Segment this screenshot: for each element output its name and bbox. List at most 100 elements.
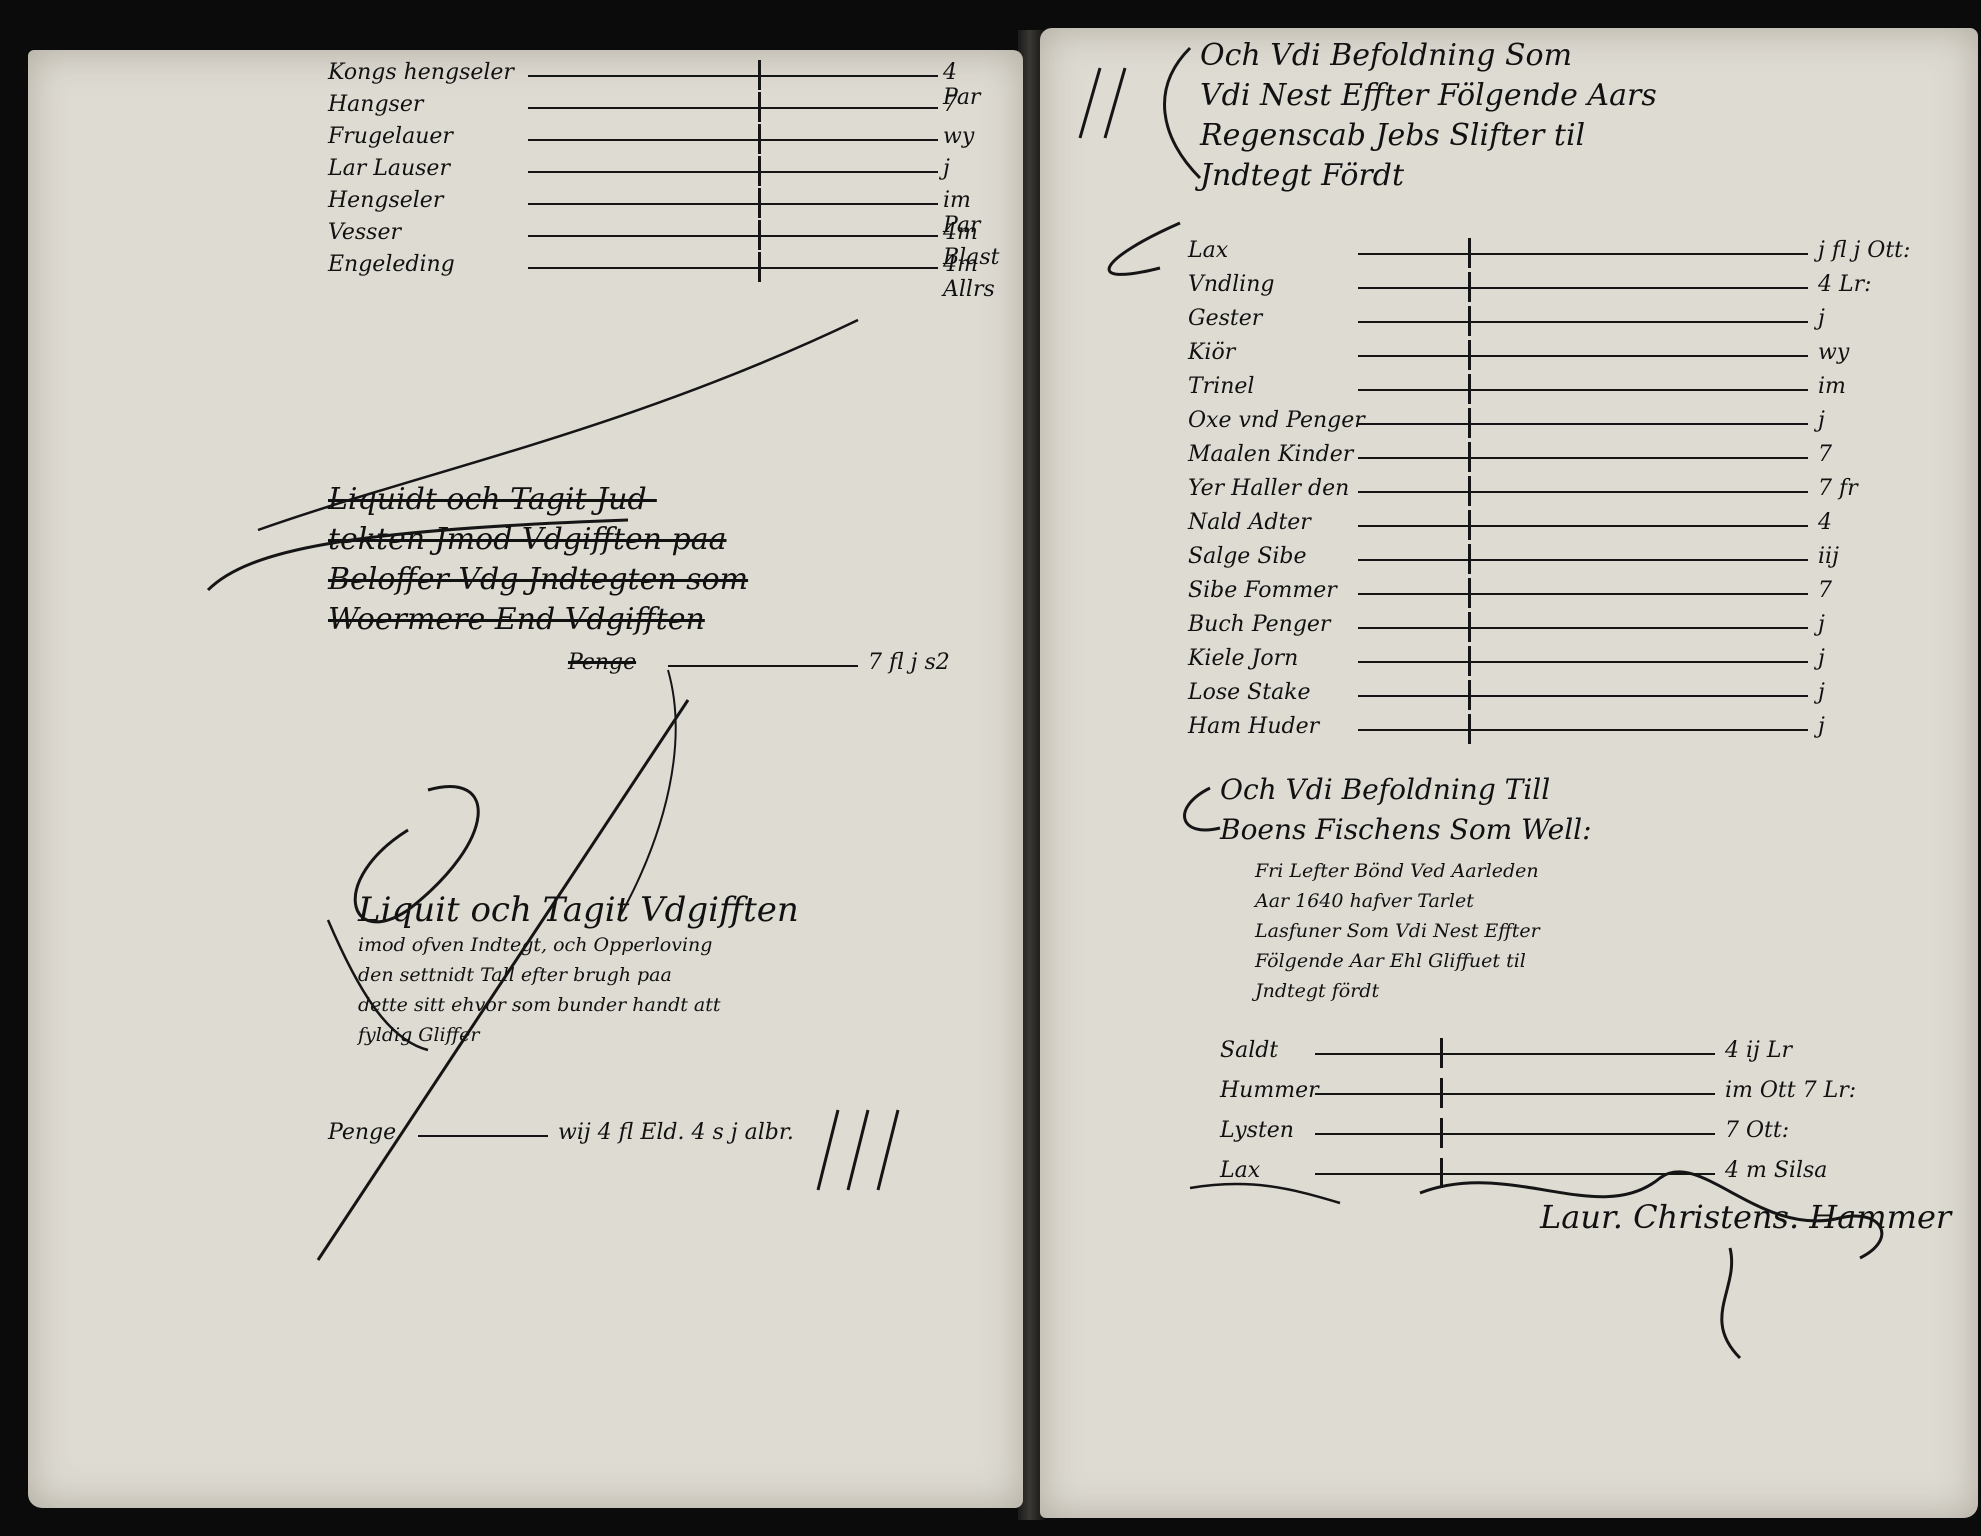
entry-value: j bbox=[1818, 680, 1825, 705]
left-flourishes bbox=[206, 318, 900, 1261]
struck-block: Liquidt och Tagit Jud- tekten Jmod Vdgif… bbox=[328, 480, 748, 640]
second-header: Och Vdi Befoldning Till Boens Fischens S… bbox=[1220, 770, 1592, 850]
list-item: Ham Huder j bbox=[1188, 714, 1968, 744]
list-item: Saldt 4 ij Lr bbox=[1220, 1038, 1970, 1068]
entry-value: wy bbox=[1818, 340, 1850, 365]
entry-value: im Par bbox=[943, 188, 981, 238]
list-item: Buch Penger j bbox=[1188, 612, 1968, 642]
header-line: Boens Fischens Som Well: bbox=[1220, 813, 1592, 846]
final-line: dette sitt ehvor som bunder handt att bbox=[358, 994, 721, 1016]
final-block: Liquit och Tagit Vdgifften imod ofven In… bbox=[358, 890, 799, 1050]
entry-value: 4m Allrs bbox=[943, 252, 995, 302]
entry-label: Hummer bbox=[1220, 1078, 1319, 1103]
entry-value: 4 m Silsa bbox=[1725, 1158, 1828, 1183]
entry-label: Gester bbox=[1188, 306, 1263, 331]
list-item: Lysten 7 Ott: bbox=[1220, 1118, 1970, 1148]
entry-label: Lax bbox=[1188, 238, 1229, 263]
struck-total: Penge 7 fl j s2 bbox=[568, 650, 1008, 680]
header-line: Och Vdi Befoldning Som bbox=[1200, 38, 1573, 73]
header-line: Vdi Nest Effter Fölgende Aars bbox=[1200, 78, 1657, 113]
list-item: Oxe vnd Penger j bbox=[1188, 408, 1968, 438]
entry-value: j bbox=[1818, 612, 1825, 637]
list-item: Gester j bbox=[1188, 306, 1968, 336]
entry-value: 7 bbox=[1818, 442, 1832, 467]
entry-label: Kiör bbox=[1188, 340, 1236, 365]
list-item: Trinel im bbox=[1188, 374, 1968, 404]
left-page: Kongs hengseler 4 Par Hangser 7 Frugelau… bbox=[28, 50, 1023, 1508]
entry-value: j bbox=[1818, 646, 1825, 671]
entry-label: Kongs hengseler bbox=[328, 60, 514, 85]
list-item: Hangser 7 bbox=[328, 92, 957, 122]
total-value: 7 fl j s2 bbox=[868, 650, 950, 675]
entry-label: Kiele Jorn bbox=[1188, 646, 1299, 671]
entry-value: 7 bbox=[1818, 578, 1832, 603]
entry-label: Salge Sibe bbox=[1188, 544, 1307, 569]
list-item: Hengseler im Par bbox=[328, 188, 980, 238]
list-item: Nald Adter 4 bbox=[1188, 510, 1968, 540]
right-flourishes bbox=[1078, 46, 1884, 1360]
total-label: Penge bbox=[568, 650, 637, 675]
entry-label: Sibe Fommer bbox=[1188, 578, 1337, 603]
entry-value: j fl j Ott: bbox=[1818, 238, 1911, 263]
entry-label: Maalen Kinder bbox=[1188, 442, 1354, 467]
entry-value: 4 Lr: bbox=[1818, 272, 1872, 297]
list-item: Vesser 4m Blast bbox=[328, 220, 999, 270]
entry-value: j bbox=[1818, 306, 1825, 331]
list-item: Lose Stake j bbox=[1188, 680, 1968, 710]
struck-line: Woermere End Vdgifften bbox=[328, 602, 705, 637]
entry-value: 7 fr bbox=[1818, 476, 1858, 501]
entry-label: Yer Haller den bbox=[1188, 476, 1350, 501]
final-line: den settnidt Tall efter brugh paa bbox=[358, 964, 672, 986]
total-label: Penge bbox=[328, 1120, 397, 1145]
final-line: imod ofven Indtegt, och Opperloving bbox=[358, 934, 713, 956]
final-heading: Liquit och Tagit Vdgifften bbox=[358, 890, 799, 930]
list-item: Sibe Fommer 7 bbox=[1188, 578, 1968, 608]
second-line: Lasfuner Som Vdi Nest Effter bbox=[1255, 920, 1540, 942]
list-item: Lar Lauser j bbox=[328, 156, 950, 186]
entry-value: wy bbox=[943, 124, 975, 149]
entry-label: Frugelauer bbox=[328, 124, 453, 149]
list-item: Frugelauer wy bbox=[328, 124, 974, 154]
entry-value: 7 Ott: bbox=[1725, 1118, 1790, 1143]
entry-value: iij bbox=[1818, 544, 1839, 569]
list-item: Salge Sibe iij bbox=[1188, 544, 1968, 574]
entry-label: Ham Huder bbox=[1188, 714, 1320, 739]
entry-label: Lysten bbox=[1220, 1118, 1294, 1143]
entry-value: 4m Blast bbox=[943, 220, 1000, 270]
header-line: Regenscab Jebs Slifter til bbox=[1200, 118, 1586, 153]
entry-value: j bbox=[1818, 714, 1825, 739]
entry-value: 4 bbox=[1818, 510, 1832, 535]
entry-value: im bbox=[1818, 374, 1846, 399]
second-line: Fölgende Aar Ehl Gliffuet til bbox=[1255, 950, 1526, 972]
entry-label: Hangser bbox=[328, 92, 424, 117]
entry-label: Engeleding bbox=[328, 252, 455, 277]
list-item: Vndling 4 Lr: bbox=[1188, 272, 1968, 302]
second-line: Jndtegt fördt bbox=[1255, 980, 1380, 1002]
list-item: Hummer im Ott 7 Lr: bbox=[1220, 1078, 1970, 1108]
entry-value: j bbox=[1818, 408, 1825, 433]
entry-label: Hengseler bbox=[328, 188, 444, 213]
entry-value: 4 ij Lr bbox=[1725, 1038, 1792, 1063]
header-line: Och Vdi Befoldning Till bbox=[1220, 773, 1551, 806]
second-line: Aar 1640 hafver Tarlet bbox=[1255, 890, 1474, 912]
final-line: fyldig Gliffer bbox=[358, 1024, 480, 1046]
list-item: Kiele Jorn j bbox=[1188, 646, 1968, 676]
list-item: Yer Haller den 7 fr bbox=[1188, 476, 1968, 506]
entry-value: 7 bbox=[943, 92, 957, 117]
entry-label: Lax bbox=[1220, 1158, 1261, 1183]
entry-label: Vesser bbox=[328, 220, 402, 245]
entry-label: Oxe vnd Penger bbox=[1188, 408, 1365, 433]
final-total: Penge wij 4 fl Eld. 4 s j albr. bbox=[328, 1120, 928, 1150]
entry-value: im Ott 7 Lr: bbox=[1725, 1078, 1857, 1103]
struck-line: tekten Jmod Vdgifften paa bbox=[328, 522, 727, 557]
entry-label: Vndling bbox=[1188, 272, 1275, 297]
list-item: Maalen Kinder 7 bbox=[1188, 442, 1968, 472]
entry-label: Saldt bbox=[1220, 1038, 1279, 1063]
total-value: wij 4 fl Eld. 4 s j albr. bbox=[558, 1120, 794, 1145]
second-line: Fri Lefter Bönd Ved Aarleden bbox=[1255, 860, 1539, 882]
entry-value: 4 Par bbox=[943, 60, 981, 110]
second-lines: Fri Lefter Bönd Ved Aarleden Aar 1640 ha… bbox=[1255, 856, 1540, 1006]
list-item: Lax 4 m Silsa bbox=[1220, 1158, 1970, 1188]
entry-label: Lar Lauser bbox=[328, 156, 450, 181]
entry-label: Trinel bbox=[1188, 374, 1255, 399]
